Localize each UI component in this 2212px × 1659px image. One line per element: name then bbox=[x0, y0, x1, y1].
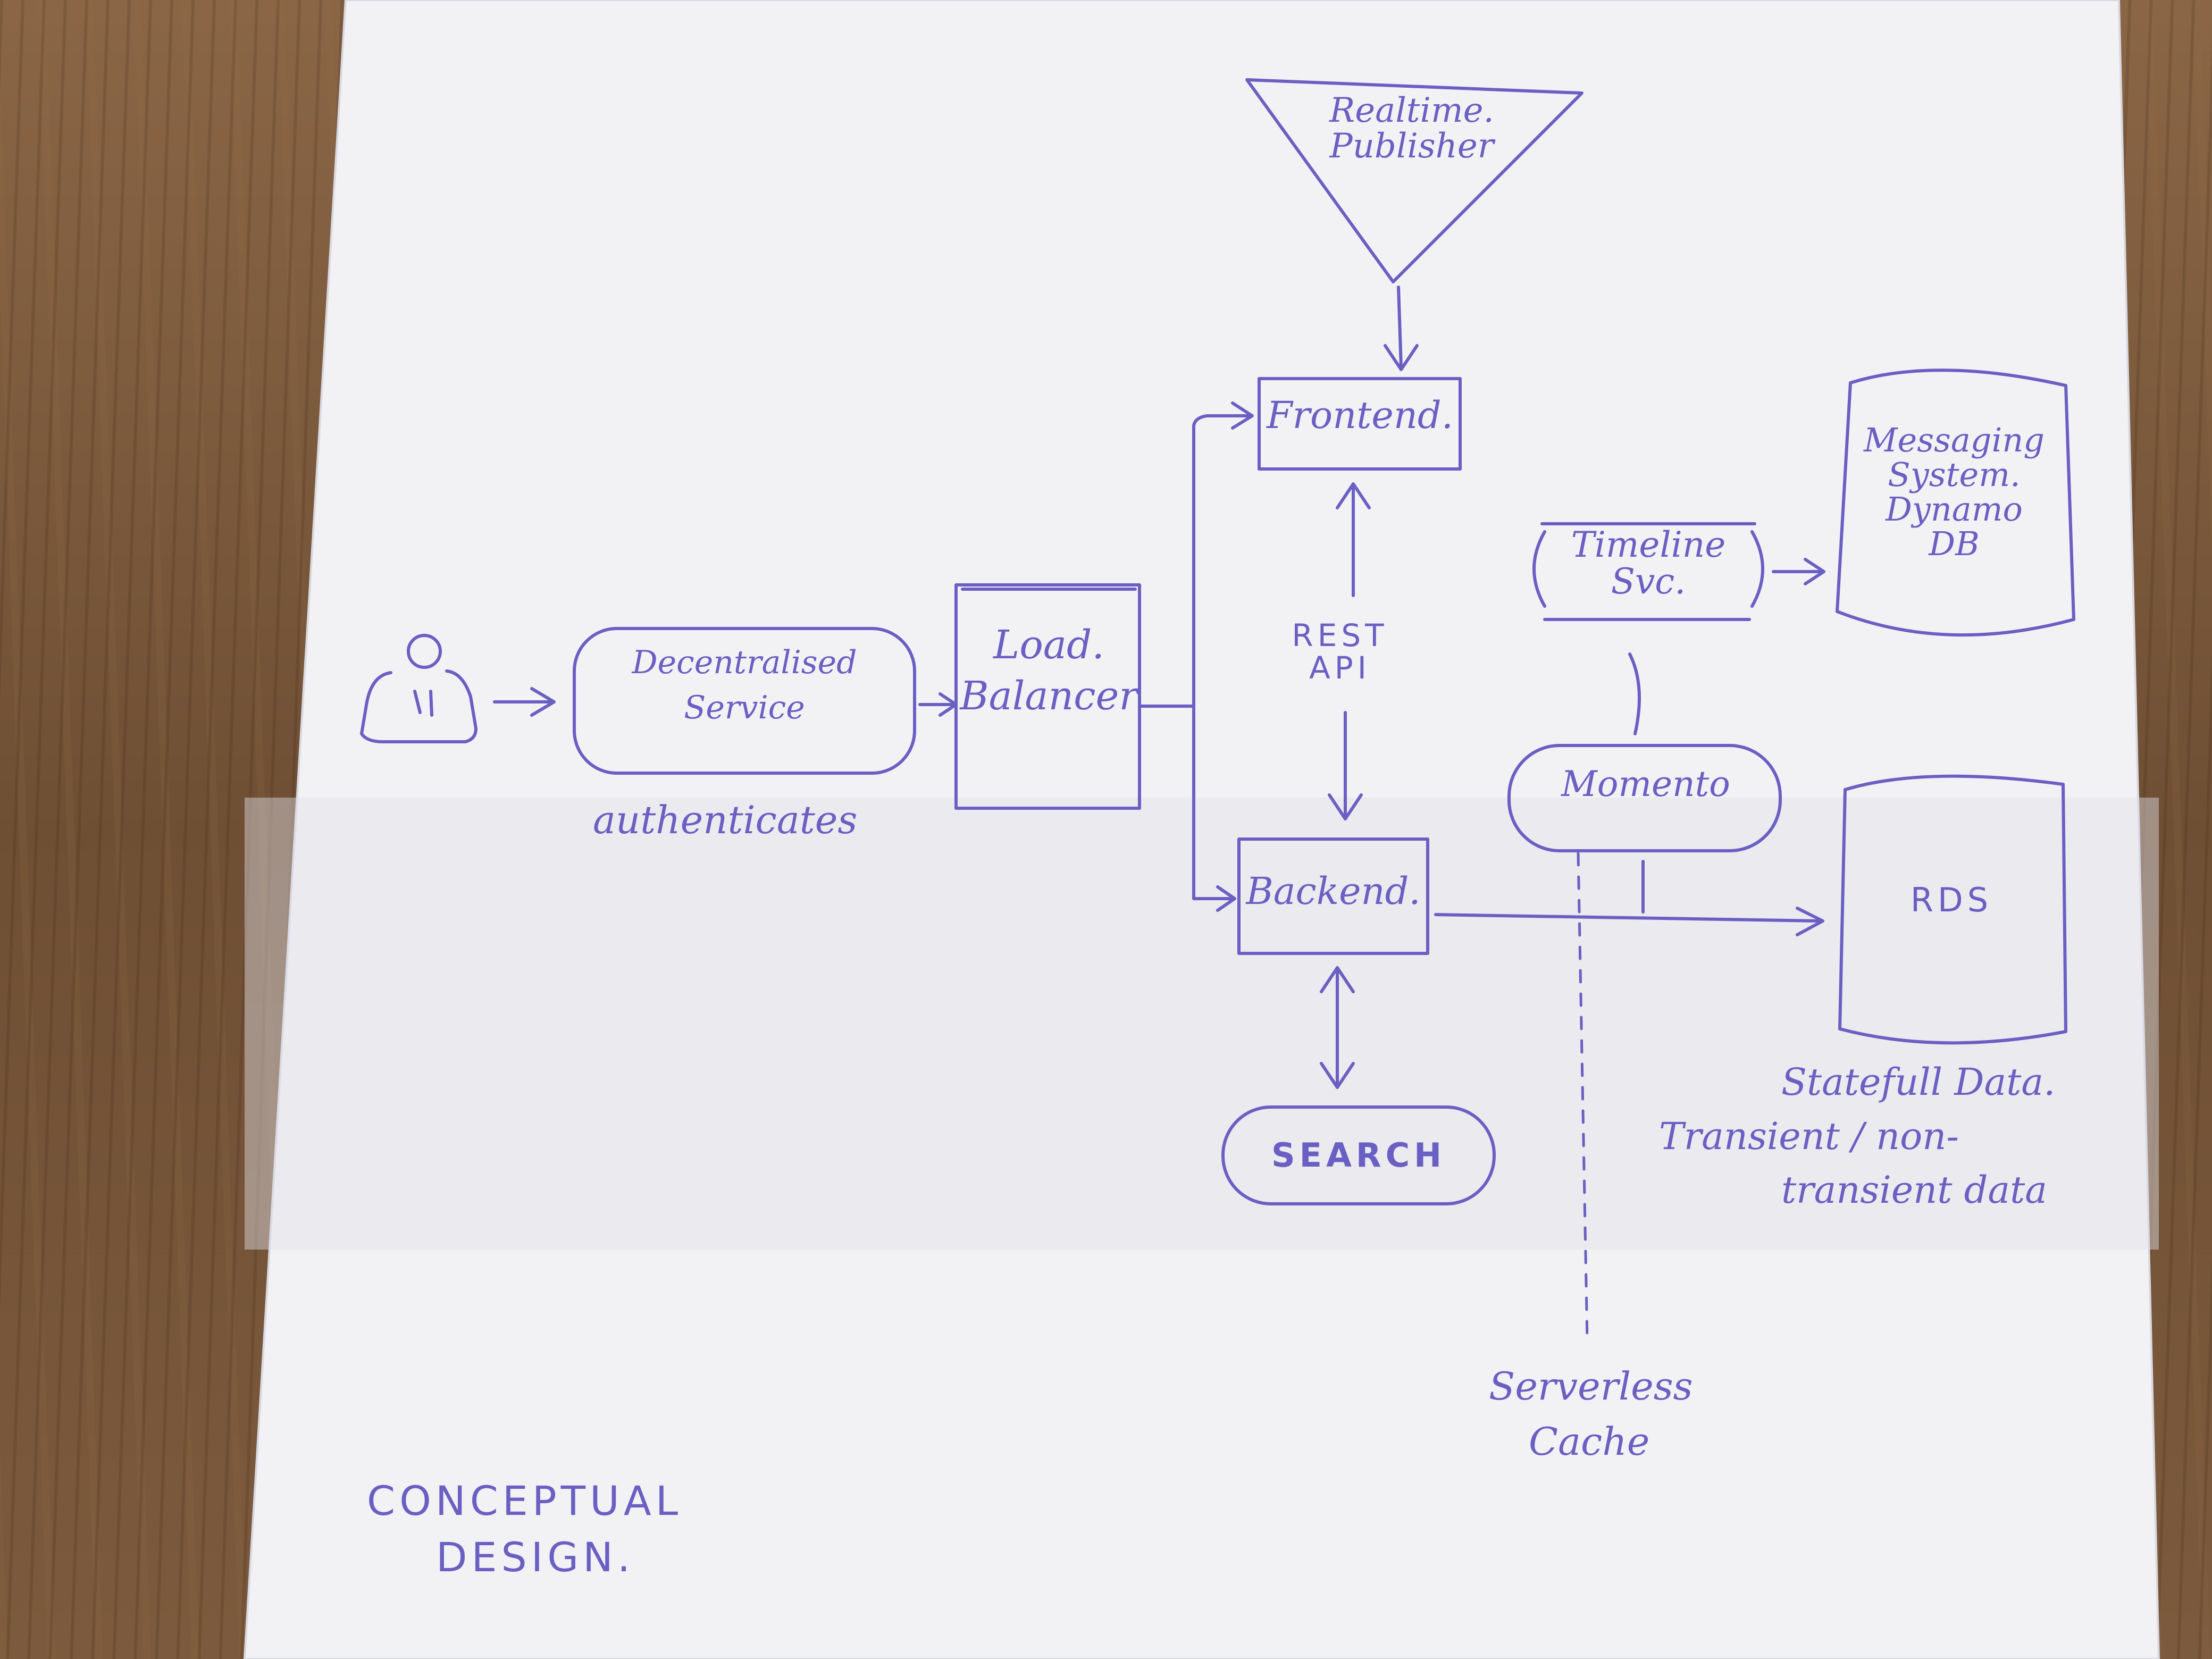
load-balancer-box bbox=[954, 583, 1141, 810]
momento-pill bbox=[1507, 744, 1782, 852]
serverless-cache-dashed-line bbox=[1577, 852, 1589, 1342]
publisher-label: Realtime. Publisher bbox=[1329, 91, 1494, 166]
footer-title: CONCEPTUAL DESIGN. bbox=[367, 1477, 683, 1581]
auth-service-box bbox=[573, 627, 916, 775]
auth-caption: authenticates bbox=[593, 798, 858, 842]
backend-box bbox=[1237, 837, 1429, 955]
cache-note: Serverless Cache bbox=[1489, 1364, 1693, 1464]
timeline-right-paren bbox=[1750, 530, 1764, 608]
arrow-lb-backend bbox=[1192, 705, 1234, 900]
user-body bbox=[360, 669, 477, 743]
momento-label: Momento bbox=[1561, 764, 1730, 805]
auth-service-label: Decentralised Service bbox=[632, 644, 857, 726]
timeline-box-lines bbox=[1540, 522, 1756, 621]
napkin bbox=[245, 0, 2159, 1659]
data-note: Statefull Data. Transient / non- transie… bbox=[1659, 1060, 2056, 1212]
publisher-triangle bbox=[1245, 78, 1583, 283]
arrow-backend-rds bbox=[1434, 913, 1820, 923]
rds-label: RDS bbox=[1910, 881, 1993, 919]
timeline-left-paren bbox=[1532, 530, 1546, 608]
arrow-lb-frontend bbox=[1192, 414, 1251, 708]
arrow-publisher-frontend bbox=[1397, 286, 1403, 368]
backend-label: Backend. bbox=[1246, 869, 1421, 913]
rds-cylinder-body bbox=[1838, 783, 2067, 1045]
messaging-cylinder-top bbox=[1849, 368, 2067, 387]
timeline-label: Timeline Svc. bbox=[1571, 524, 1726, 602]
messaging-cylinder-body bbox=[1836, 381, 2075, 637]
search-pill bbox=[1221, 1105, 1496, 1205]
messaging-label: Messaging System. Dynamo DB bbox=[1864, 421, 2045, 564]
frontend-box bbox=[1258, 377, 1462, 471]
frontend-label: Frontend. bbox=[1267, 393, 1453, 437]
search-label: SEARCH bbox=[1271, 1136, 1446, 1175]
rest-api-label: REST API bbox=[1292, 617, 1388, 686]
rds-cylinder-top bbox=[1844, 774, 2065, 791]
load-balancer-label: Load. Balancer bbox=[960, 622, 1138, 719]
user-head bbox=[407, 634, 442, 669]
timeline-momento-connector bbox=[1628, 652, 1641, 735]
